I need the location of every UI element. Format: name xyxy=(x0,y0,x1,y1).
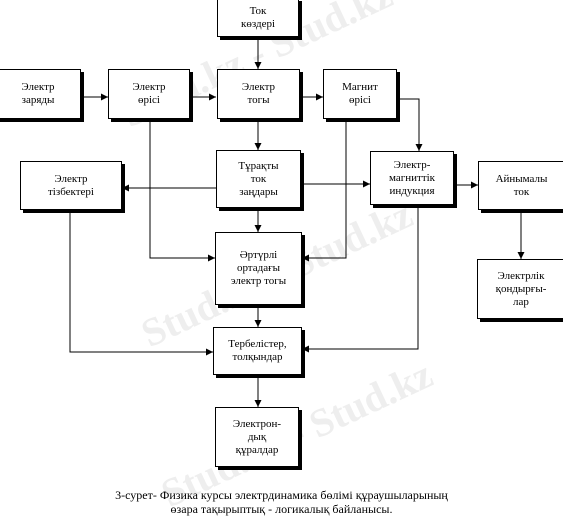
box-em-induksiya: Электр- магниттік индукция xyxy=(370,151,454,205)
arrow-tizbek-to-terbelister xyxy=(69,210,213,356)
box-tok-kozderi: Ток көздері xyxy=(217,0,299,37)
figure-caption: 3-сурет- Физика курсы электрдинамика бөл… xyxy=(0,488,563,516)
box-terbelister: Тербелістер, толқындар xyxy=(213,327,302,375)
box-electron-kuraldar: Электрон- дық құралдар xyxy=(215,407,299,467)
box-ainymaly-tok: Айнымалы ток xyxy=(478,161,563,210)
arrow-magnit-to-induksiya xyxy=(397,98,423,151)
caption-line-2: өзара тақырыптық - логикалық байланысы. xyxy=(170,502,393,516)
box-turakty-tok: Тұрақты ток заңдары xyxy=(216,150,301,208)
box-electr-togy: Электр тогы xyxy=(217,69,300,119)
arrow-magnit-to-ortturli xyxy=(302,118,347,262)
box-electr-zaryady: Электр заряды xyxy=(0,69,81,119)
box-electr-tizbekteri: Электр тізбектері xyxy=(20,161,122,210)
box-ortturli-orta: Әртүрлі ортадағы электр тогы xyxy=(215,232,302,305)
arrow-orisi-to-ortturli xyxy=(149,116,215,262)
box-magnit-orisi: Магнит өрісі xyxy=(323,69,397,119)
box-electr-orisi: Электр өрісі xyxy=(108,69,190,119)
box-electrlik-kondyrgy: Электрлік қондырғы- лар xyxy=(477,259,563,319)
arrow-induksiya-to-terbelister xyxy=(302,205,419,353)
caption-line-1: 3-сурет- Физика курсы электрдинамика бөл… xyxy=(115,488,448,502)
